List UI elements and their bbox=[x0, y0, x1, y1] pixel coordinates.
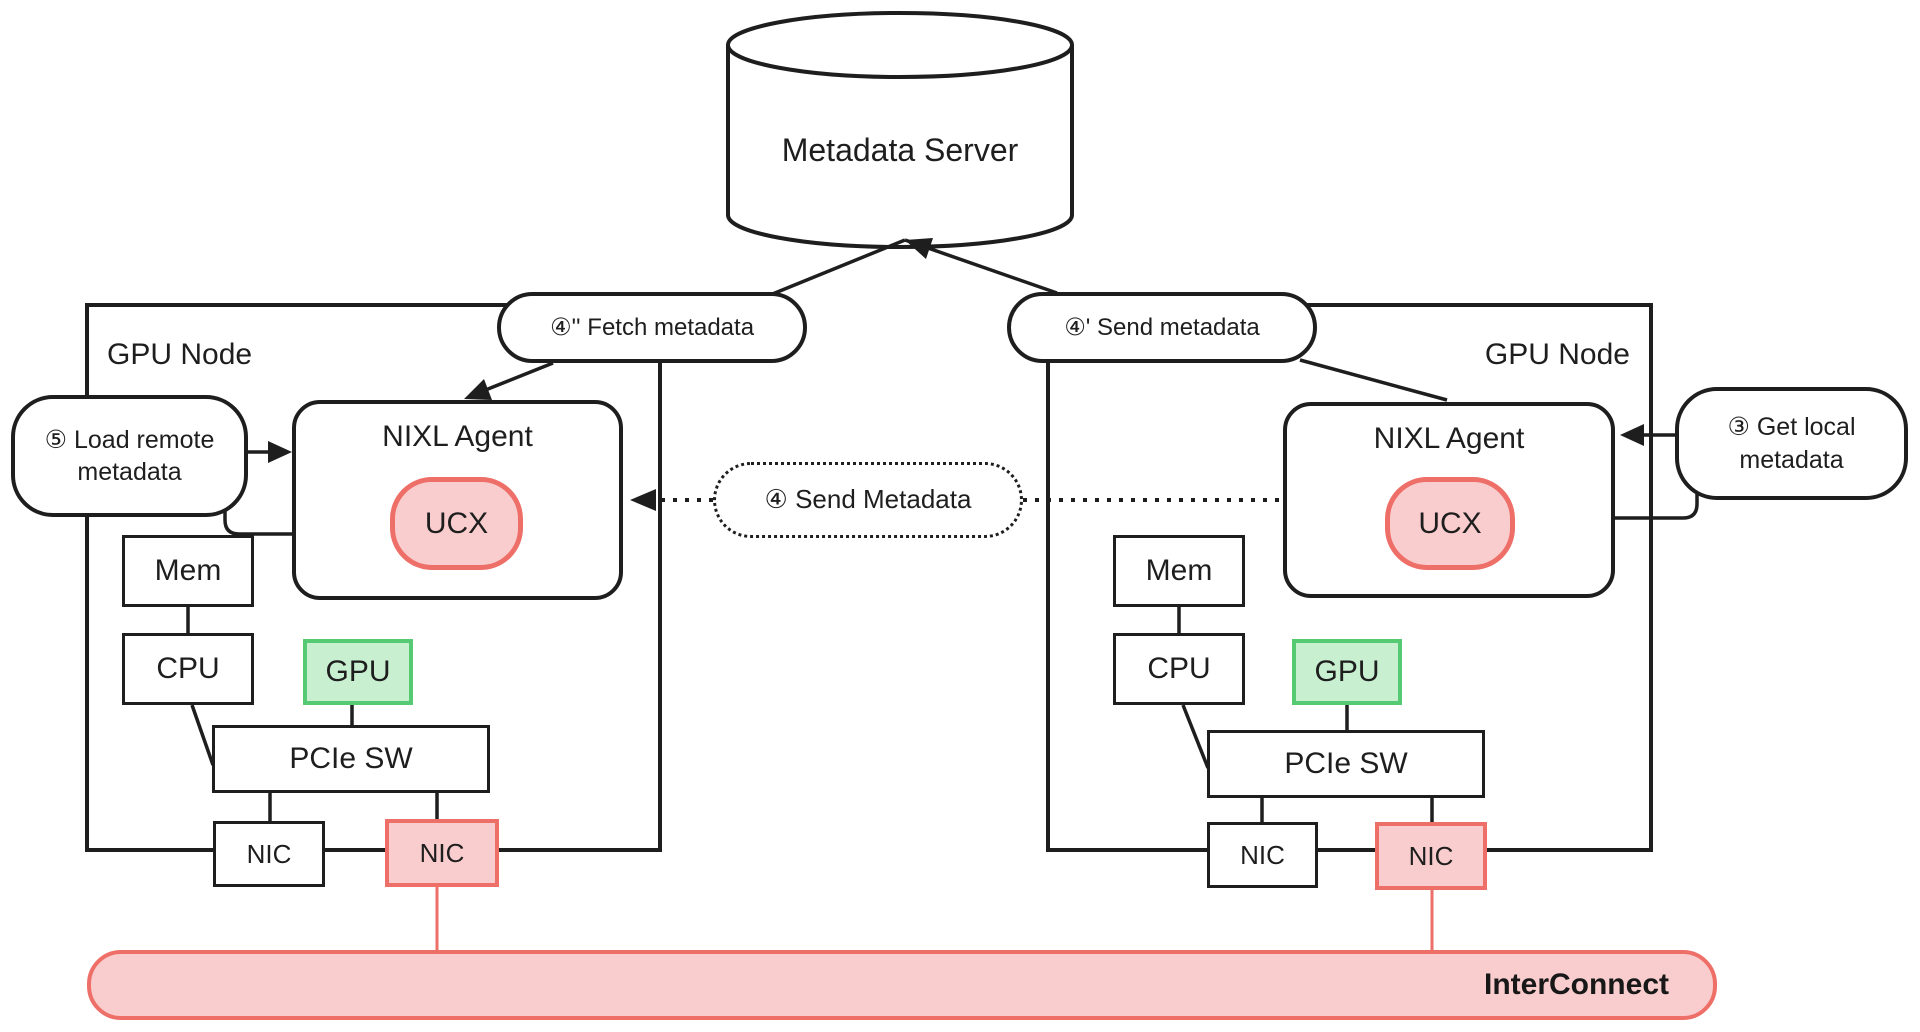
mem-left: Mem bbox=[122, 535, 254, 607]
nic-right-a: NIC bbox=[1207, 822, 1318, 888]
metadata-server-label: Metadata Server bbox=[781, 132, 1019, 168]
arrowhead-into-server bbox=[905, 238, 933, 259]
pcie-switch-right: PCIe SW bbox=[1207, 730, 1485, 798]
mem-right: Mem bbox=[1113, 535, 1245, 607]
arrowhead-load-remote bbox=[268, 441, 292, 463]
cpu-left-label: CPU bbox=[156, 652, 220, 685]
pcie-switch-right-label: PCIe SW bbox=[1284, 747, 1408, 780]
wire-load-remote-stub bbox=[223, 502, 292, 536]
callout-load-remote-metadata-label: ⑤ Load remote metadata bbox=[44, 425, 215, 487]
metadata-server-cylinder-body bbox=[726, 45, 1074, 249]
callout-send-metadata-agent: ④ Send Metadata bbox=[713, 462, 1023, 538]
wire-send-to-agent bbox=[1299, 358, 1448, 402]
gpu-node-right-label: GPU Node bbox=[1484, 338, 1630, 371]
callout-fetch-metadata-label: ④'' Fetch metadata bbox=[549, 313, 755, 341]
ucx-right: UCX bbox=[1385, 477, 1515, 570]
nic-right-a-label: NIC bbox=[1240, 839, 1285, 870]
callout-send-metadata-agent-label: ④ Send Metadata bbox=[764, 484, 972, 515]
interconnect-label: InterConnect bbox=[1483, 968, 1669, 1001]
wire-get-local-stub bbox=[1615, 494, 1699, 520]
gpu-right-label: GPU bbox=[1314, 655, 1380, 688]
callout-fetch-metadata: ④'' Fetch metadata bbox=[497, 292, 807, 363]
ucx-right-label: UCX bbox=[1418, 506, 1482, 540]
cpu-right-label: CPU bbox=[1147, 652, 1211, 685]
callout-send-metadata-label: ④' Send metadata bbox=[1064, 313, 1260, 341]
mem-left-label: Mem bbox=[154, 554, 222, 587]
pcie-switch-left-label: PCIe SW bbox=[289, 742, 413, 775]
cpu-right: CPU bbox=[1113, 633, 1245, 705]
nixl-agent-left-label: NIXL Agent bbox=[382, 420, 533, 453]
wire-cpu-pcie-right bbox=[1181, 704, 1210, 769]
ucx-left: UCX bbox=[390, 477, 523, 570]
nic-left-b-label: NIC bbox=[419, 837, 465, 868]
arrowhead-dotted-into-left-agent bbox=[630, 489, 656, 511]
nixl-agent-right-label: NIXL Agent bbox=[1373, 422, 1525, 455]
arrowhead-get-local bbox=[1620, 424, 1644, 446]
nic-right-b-label: NIC bbox=[1408, 840, 1454, 871]
mem-right-label: Mem bbox=[1145, 554, 1213, 587]
gpu-node-left-label: GPU Node bbox=[107, 338, 253, 371]
pcie-switch-left: PCIe SW bbox=[212, 725, 490, 793]
wire-send-to-server bbox=[904, 238, 1058, 295]
nic-left-b: NIC bbox=[385, 819, 499, 887]
callout-send-metadata: ④' Send metadata bbox=[1007, 292, 1317, 363]
wire-cpu-pcie-left bbox=[190, 704, 215, 766]
gpu-right: GPU bbox=[1292, 639, 1402, 705]
gpu-left: GPU bbox=[303, 639, 413, 705]
ucx-left-label: UCX bbox=[424, 506, 489, 540]
nic-left-a-label: NIC bbox=[246, 838, 292, 869]
callout-load-remote-metadata: ⑤ Load remote metadata bbox=[11, 395, 248, 517]
nic-right-b: NIC bbox=[1375, 822, 1487, 890]
wire-fetch-to-server bbox=[769, 238, 906, 297]
metadata-server-cylinder-top bbox=[726, 11, 1074, 79]
callout-get-local-metadata: ③ Get local metadata bbox=[1675, 387, 1908, 500]
gpu-left-label: GPU bbox=[325, 655, 391, 688]
cpu-left: CPU bbox=[122, 633, 254, 705]
wire-fetch-to-agent bbox=[477, 361, 554, 395]
callout-get-local-metadata-label: ③ Get local metadata bbox=[1727, 413, 1856, 474]
interconnect-bar: InterConnect bbox=[87, 950, 1717, 1020]
arrowhead-into-left-agent-top bbox=[464, 379, 492, 400]
nic-left-a: NIC bbox=[213, 821, 325, 887]
